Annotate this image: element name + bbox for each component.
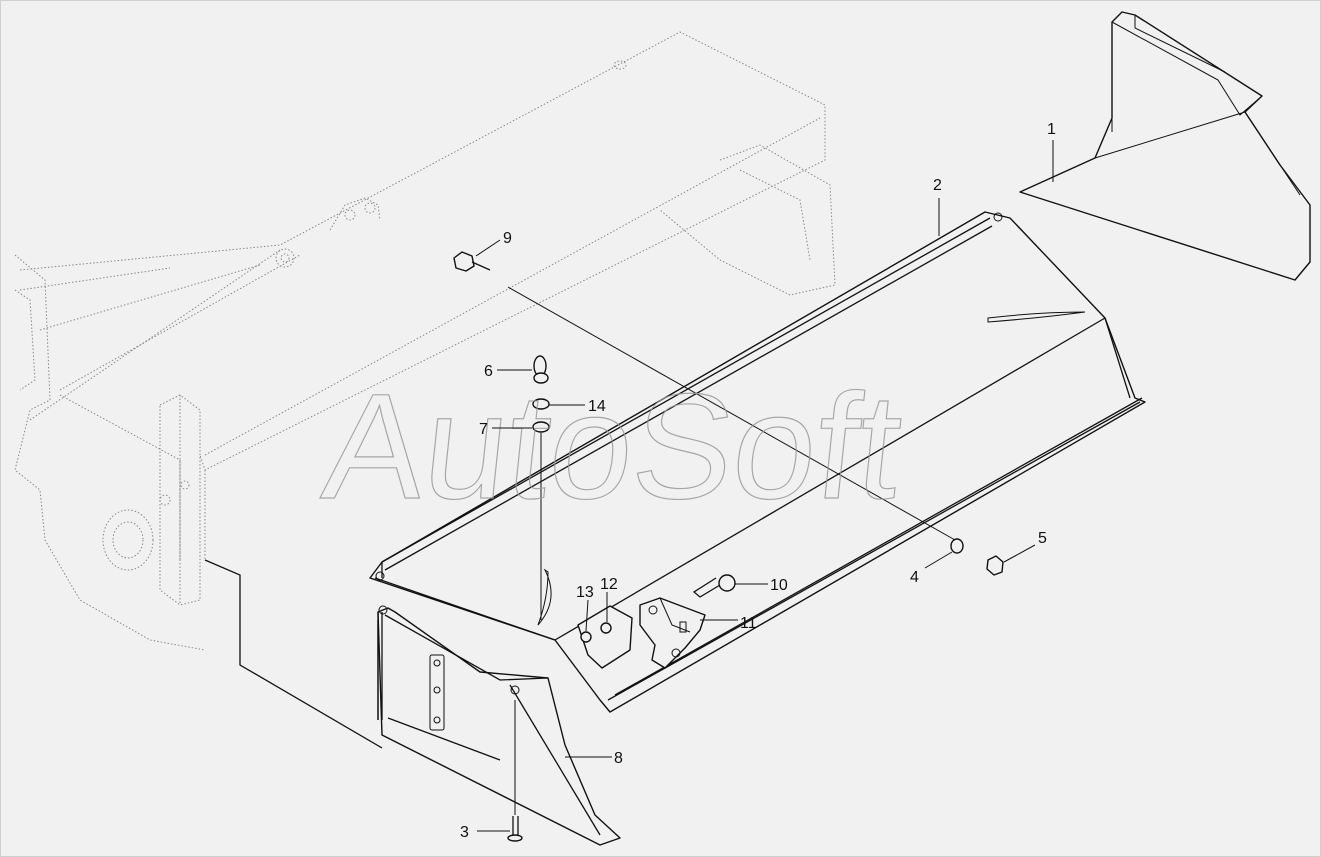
callout-7: 7 — [479, 421, 532, 438]
callout-label-4: 4 — [910, 569, 919, 586]
part-2-cover-panel — [369, 211, 1146, 713]
nut-13 — [580, 631, 592, 643]
callout-5: 5 — [1003, 530, 1047, 563]
callout-label-7: 7 — [479, 421, 488, 438]
callout-label-8: 8 — [614, 750, 623, 767]
bolt-9 — [453, 251, 491, 272]
callout-11: 11 — [700, 615, 757, 632]
callout-label-11: 11 — [740, 615, 757, 632]
callout-label-12: 12 — [600, 576, 618, 593]
callout-12: 12 — [600, 576, 618, 622]
frame-assembly — [14, 31, 836, 651]
callout-label-9: 9 — [503, 230, 512, 247]
callout-9: 9 — [475, 230, 512, 257]
callout-3: 3 — [460, 824, 510, 841]
callout-label-3: 3 — [460, 824, 469, 841]
callout-label-13: 13 — [576, 584, 594, 601]
part-1-deflector — [1019, 11, 1311, 281]
part-8-side-plate — [377, 605, 621, 846]
callout-label-6: 6 — [484, 363, 493, 380]
callout-2: 2 — [933, 177, 942, 236]
fasteners — [453, 251, 1004, 842]
nut-12 — [600, 622, 612, 634]
callout-label-5: 5 — [1038, 530, 1047, 547]
watermark: AutoSoft — [316, 362, 909, 530]
nut-5 — [986, 555, 1004, 576]
callout-label-10: 10 — [770, 577, 788, 594]
washer-4 — [950, 538, 964, 554]
bolt-10 — [692, 574, 736, 598]
callout-label-2: 2 — [933, 177, 942, 194]
frame-outline-lines — [204, 559, 383, 749]
eye-bolt-6 — [533, 355, 549, 384]
washer-14 — [532, 398, 550, 410]
assembly-axis-lines — [507, 286, 956, 815]
callout-13: 13 — [576, 584, 594, 632]
callout-8: 8 — [565, 750, 623, 767]
washer-7 — [532, 421, 550, 433]
callout-6: 6 — [484, 363, 532, 380]
callout-10: 10 — [735, 577, 788, 594]
callout-label-14: 14 — [588, 398, 606, 415]
callout-4: 4 — [910, 551, 953, 586]
callout-14: 14 — [549, 398, 606, 415]
bolt-3 — [507, 816, 523, 842]
callout-1: 1 — [1047, 121, 1056, 182]
part-11-bracket — [577, 597, 706, 669]
callout-label-1: 1 — [1047, 121, 1056, 138]
